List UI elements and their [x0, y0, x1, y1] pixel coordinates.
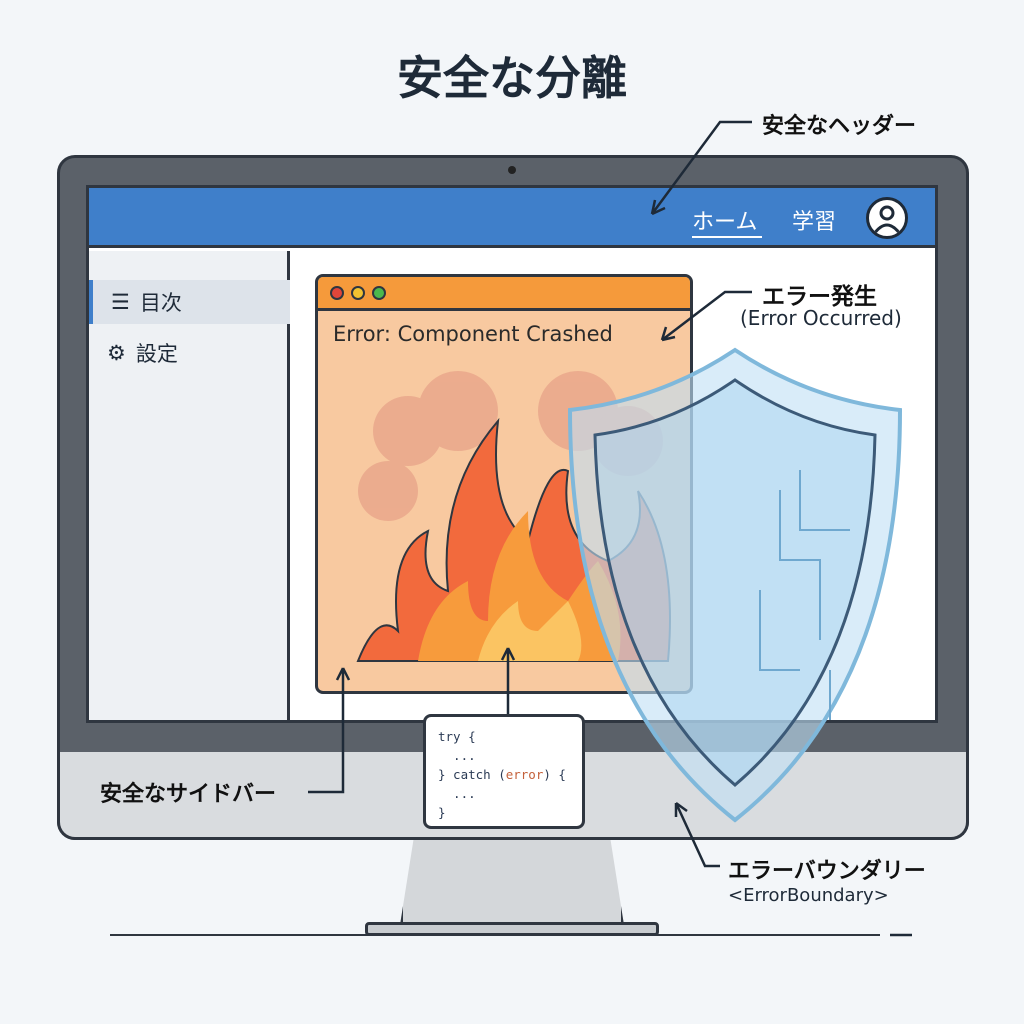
- close-dot-icon: [330, 285, 344, 300]
- label-error-occurred: エラー発生: [762, 284, 877, 310]
- nav-active-underline: [692, 236, 762, 238]
- code-line: ...: [438, 786, 476, 801]
- camera-icon: [508, 166, 516, 174]
- try-catch-code: try { ... } catch (error) { ... }: [423, 714, 585, 829]
- ground-line: [110, 934, 880, 936]
- window-titlebar: [318, 277, 690, 311]
- code-line: try {: [438, 729, 476, 744]
- code-line: ) {: [543, 767, 566, 782]
- sidebar-item-label: 設定: [135, 342, 178, 366]
- sidebar: [89, 251, 290, 720]
- label-error-boundary-en: <ErrorBoundary>: [728, 885, 889, 906]
- shield-icon: [567, 347, 903, 823]
- code-error-token: error: [505, 767, 544, 782]
- sidebar-item-settings[interactable]: ⚙ 設定: [89, 331, 290, 375]
- page-title: 安全な分離: [397, 51, 627, 105]
- label-error-boundary: エラーバウンダリー: [728, 859, 926, 884]
- gear-icon: ⚙: [107, 341, 126, 365]
- sidebar-item-label: 目次: [139, 291, 182, 315]
- code-line: }: [438, 805, 446, 820]
- list-icon: ☰: [111, 290, 130, 314]
- app-header: [89, 188, 935, 248]
- user-circle-icon[interactable]: [866, 197, 908, 239]
- label-safe-sidebar: 安全なサイドバー: [100, 782, 277, 807]
- code-line: } catch (: [438, 767, 506, 782]
- label-safe-header: 安全なヘッダー: [762, 114, 917, 139]
- error-message: Error: Component Crashed: [333, 322, 613, 346]
- nav-learn[interactable]: 学習: [792, 210, 837, 235]
- monitor-stand: [400, 840, 624, 925]
- code-line: ...: [438, 748, 476, 763]
- nav-home[interactable]: ホーム: [692, 210, 758, 235]
- minimize-dot-icon: [351, 285, 365, 300]
- sidebar-item-toc[interactable]: ☰ 目次: [89, 280, 290, 324]
- maximize-dot-icon: [372, 285, 386, 300]
- label-error-occurred-en: (Error Occurred): [740, 306, 902, 330]
